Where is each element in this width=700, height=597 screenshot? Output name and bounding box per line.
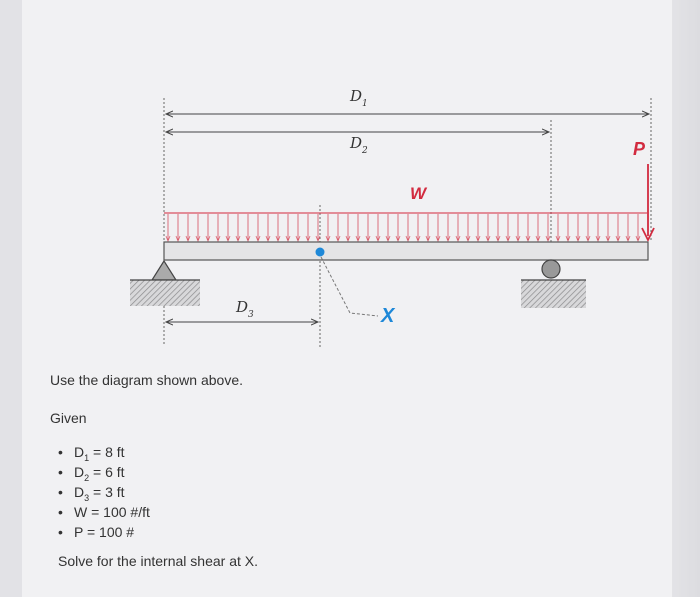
- load-arrowhead: [235, 235, 241, 243]
- right-ground-hatch: [521, 280, 586, 308]
- roller-support: [541, 259, 561, 279]
- load-arrowhead: [605, 235, 611, 243]
- d3-label: D3: [235, 298, 254, 320]
- load-arrowhead: [465, 235, 471, 243]
- d2-label: D2: [349, 134, 368, 156]
- instruction-text: Use the diagram shown above.: [50, 372, 243, 388]
- bullet-icon: •: [58, 484, 63, 500]
- given-variable: W: [74, 504, 88, 520]
- load-arrowhead: [355, 235, 361, 243]
- bullet-icon: •: [58, 464, 63, 480]
- given-value: = 3 ft: [93, 484, 125, 500]
- load-arrowhead: [165, 235, 171, 243]
- load-arrowhead: [475, 235, 481, 243]
- bullet-icon: •: [58, 524, 63, 540]
- point-load-arrowhead: [641, 227, 655, 243]
- load-arrowhead: [425, 235, 431, 243]
- given-value: = 100 #/ft: [91, 504, 150, 520]
- distributed-load-arrows: [165, 214, 641, 243]
- load-arrowhead: [515, 235, 521, 243]
- load-arrowhead: [185, 235, 191, 243]
- load-arrowhead: [485, 235, 491, 243]
- load-arrowhead: [565, 235, 571, 243]
- given-subscript: 1: [84, 452, 90, 463]
- load-arrowhead: [585, 235, 591, 243]
- beam: [163, 241, 649, 261]
- load-arrowhead: [535, 235, 541, 243]
- given-value: = 100 #: [86, 524, 135, 540]
- load-arrowhead: [225, 235, 231, 243]
- load-arrowhead: [215, 235, 221, 243]
- load-arrowhead: [545, 235, 551, 243]
- given-list: •D1 = 8 ft•D2 = 6 ft•D3 = 3 ft•W = 100 #…: [58, 442, 150, 542]
- load-arrowhead: [345, 235, 351, 243]
- load-arrowhead: [595, 235, 601, 243]
- load-arrowhead: [505, 235, 511, 243]
- point-x-marker: [315, 247, 325, 257]
- beam-diagram: D1 D2 W P X D3: [130, 87, 655, 348]
- given-value: = 8 ft: [93, 444, 125, 460]
- given-variable: D: [74, 444, 85, 460]
- given-item: • D1 = 8 ft: [58, 442, 150, 463]
- question-text: Solve for the internal shear at X.: [58, 553, 258, 569]
- load-arrowhead: [245, 235, 251, 243]
- load-arrowhead: [295, 235, 301, 243]
- load-arrowhead: [495, 235, 501, 243]
- pin-support: [150, 259, 178, 281]
- left-ground-hatch: [130, 280, 200, 306]
- given-subscript: 3: [84, 492, 90, 503]
- given-heading: Given: [50, 410, 87, 426]
- given-variable: P: [74, 524, 84, 540]
- load-arrowhead: [255, 235, 261, 243]
- given-item: • D3 = 3 ft: [58, 482, 150, 503]
- load-arrowhead: [315, 235, 321, 243]
- load-arrowhead: [435, 235, 441, 243]
- bullet-icon: •: [58, 504, 63, 520]
- load-arrowhead: [615, 235, 621, 243]
- load-arrowhead: [395, 235, 401, 243]
- bullet-icon: •: [58, 444, 63, 460]
- load-arrowhead: [555, 235, 561, 243]
- load-arrowhead: [305, 235, 311, 243]
- load-arrowhead: [195, 235, 201, 243]
- left-margin: [0, 0, 22, 597]
- given-item: • W = 100 #/ft: [58, 502, 150, 522]
- load-arrowhead: [275, 235, 281, 243]
- load-arrowhead: [445, 235, 451, 243]
- x-label: X: [380, 305, 396, 327]
- w-load-label: W: [410, 184, 428, 203]
- p-load-label: P: [633, 139, 646, 159]
- given-variable: D: [74, 464, 85, 480]
- load-arrowhead: [325, 235, 331, 243]
- load-arrowhead: [625, 235, 631, 243]
- load-arrowhead: [205, 235, 211, 243]
- load-arrowhead: [415, 235, 421, 243]
- load-arrowhead: [265, 235, 271, 243]
- load-arrowhead: [365, 235, 371, 243]
- load-arrowhead: [335, 235, 341, 243]
- given-item: • D2 = 6 ft: [58, 462, 150, 483]
- given-item: • P = 100 #: [58, 522, 150, 542]
- given-value: = 6 ft: [93, 464, 125, 480]
- load-arrowhead: [635, 235, 641, 243]
- given-variable: D: [74, 484, 85, 500]
- x-leader-line: [320, 256, 379, 317]
- load-arrowhead: [285, 235, 291, 243]
- load-arrowhead: [455, 235, 461, 243]
- load-arrowhead: [405, 235, 411, 243]
- given-subscript: 2: [84, 472, 90, 483]
- load-arrowhead: [375, 235, 381, 243]
- load-arrowhead: [385, 235, 391, 243]
- d1-label: D1: [349, 87, 368, 109]
- load-arrowhead: [575, 235, 581, 243]
- load-arrowhead: [525, 235, 531, 243]
- load-arrowhead: [175, 235, 181, 243]
